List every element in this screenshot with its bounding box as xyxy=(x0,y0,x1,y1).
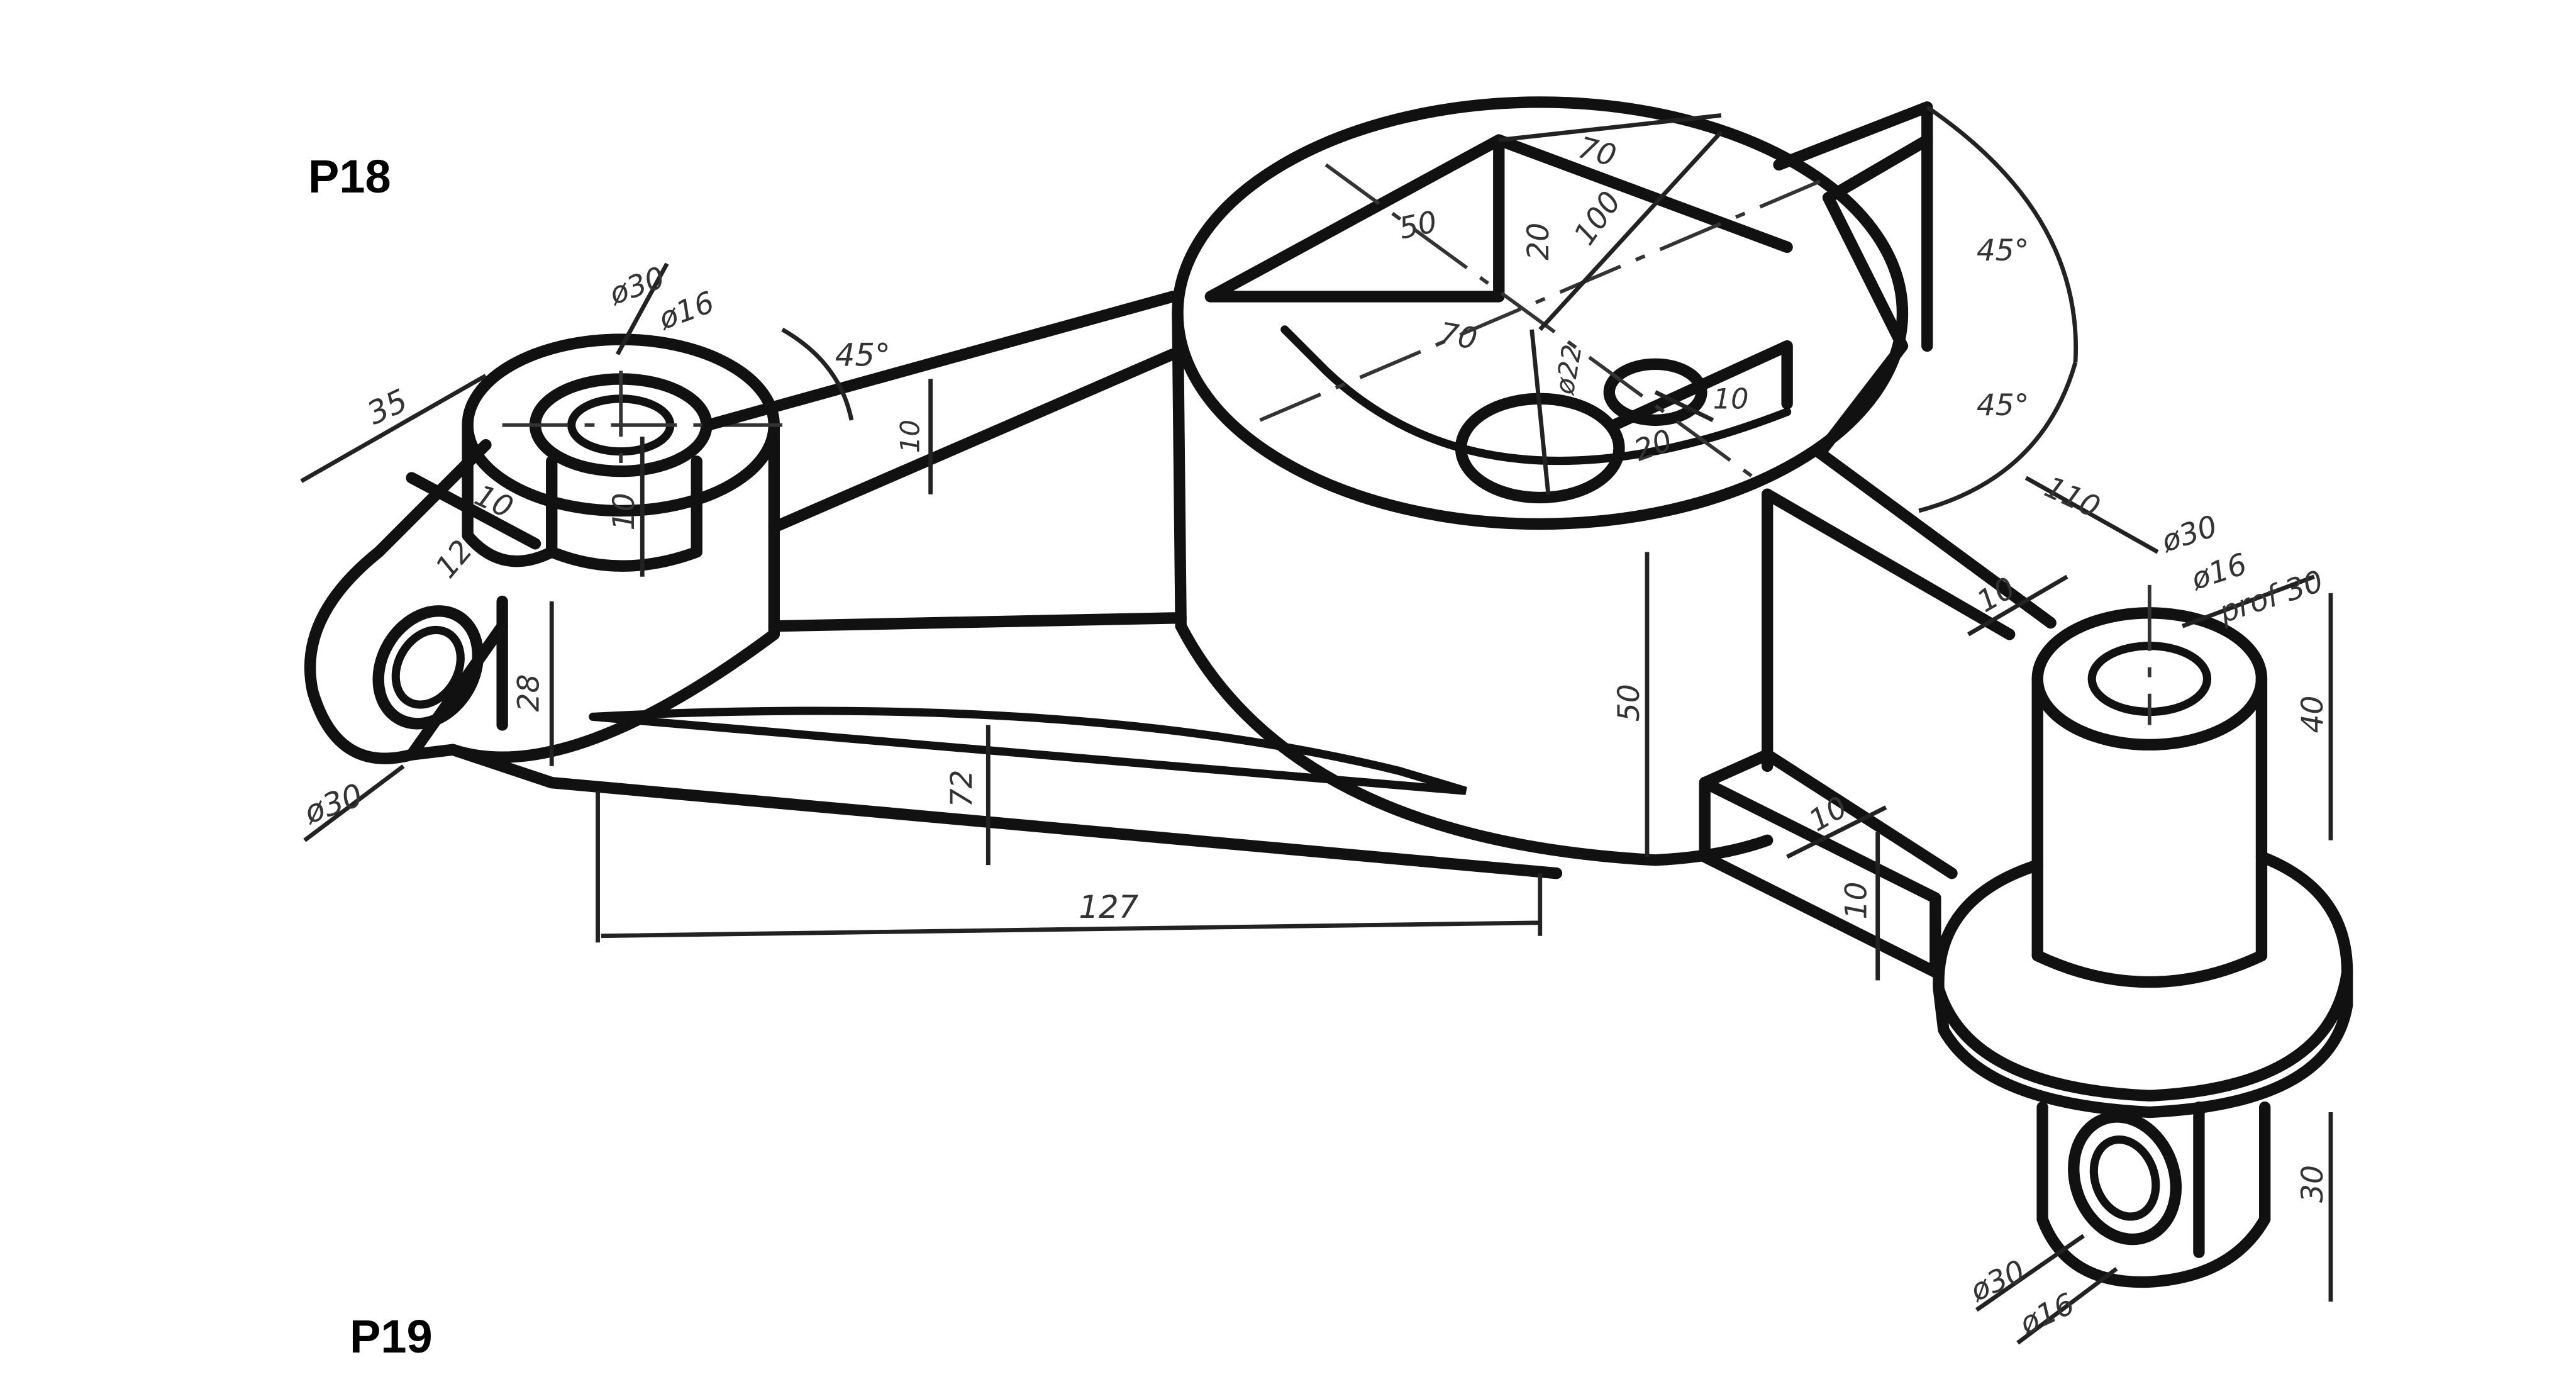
dim-45-left: 45° xyxy=(835,337,891,373)
dimension-lines xyxy=(300,105,2333,1345)
dim-35: 35 xyxy=(362,382,413,432)
dim-40: 40 xyxy=(2296,696,2330,734)
right-boss xyxy=(2031,584,2268,988)
dim-127: 127 xyxy=(1079,889,1138,925)
dim-30-bottom: 30 xyxy=(2296,1165,2330,1203)
dim-phi30-left: ø30 xyxy=(299,776,368,831)
left-boss xyxy=(447,333,782,763)
drawing-label-p18: P18 xyxy=(308,150,391,203)
dim-28: 28 xyxy=(511,674,546,712)
dim-10-b: 10 xyxy=(607,493,641,530)
dim-45-right-bot: 45° xyxy=(1977,388,2029,423)
right-arm xyxy=(1762,101,2057,773)
dim-phi30-right: ø30 xyxy=(2157,509,2221,559)
dim-70-mid: 70 xyxy=(1436,316,1480,357)
left-arm xyxy=(447,291,1563,879)
dim-72: 72 xyxy=(945,769,979,807)
dim-50-height: 50 xyxy=(1612,684,1646,722)
left-lug xyxy=(304,439,541,764)
dim-phi30-bottom: ø30 xyxy=(1965,1254,2031,1309)
dim-10-base-b: 10 xyxy=(1839,882,1874,920)
dim-20-top: 20 xyxy=(1521,223,1556,260)
dim-45-right-top: 45° xyxy=(1977,233,2029,268)
drawing-label-p19: P19 xyxy=(350,1310,433,1363)
dim-phi16-bottom: ø16 xyxy=(2014,1286,2080,1342)
dim-10-rib: 10 xyxy=(894,420,925,453)
right-base xyxy=(1699,749,1958,978)
dim-phi22: ø22 xyxy=(1549,342,1588,397)
dim-50-top: 50 xyxy=(1396,204,1440,246)
right-flange xyxy=(1933,851,2353,1118)
bottom-lug xyxy=(2036,1101,2271,1288)
central-cylinder xyxy=(1172,96,1909,866)
dim-20-hole: 20 xyxy=(1629,423,1677,468)
dim-10-hole: 10 xyxy=(1713,384,1749,416)
